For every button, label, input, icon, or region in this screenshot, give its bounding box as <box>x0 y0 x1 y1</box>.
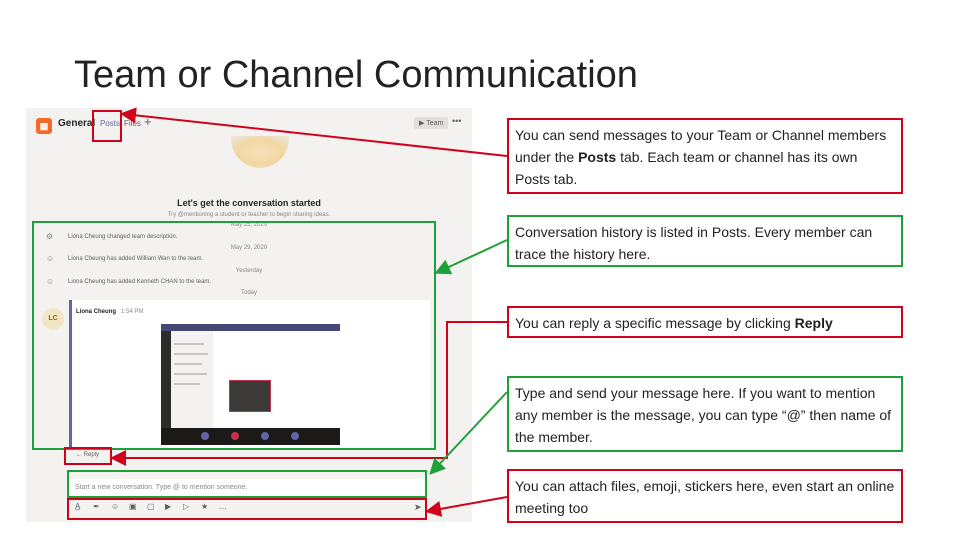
meet-icon[interactable]: ▶ <box>165 502 172 511</box>
tab-files[interactable]: Files <box>124 119 141 128</box>
empty-state-title: Let's get the conversation started <box>177 198 321 208</box>
sticker-icon[interactable]: ▢ <box>147 502 155 511</box>
callout-posts-tab: You can send messages to your Team or Ch… <box>507 118 903 194</box>
date-divider: May 25, 2020 <box>230 222 268 228</box>
event-item: ⚙ Liona Cheung changed team description. <box>26 229 472 247</box>
highlight-conversation-history <box>32 221 436 450</box>
date-divider: Today <box>240 290 257 296</box>
date-divider: May 29, 2020 <box>230 245 268 251</box>
callout-bold: Posts <box>578 149 617 165</box>
event-item: ☺ Liona Cheung has added Kenneth CHAN to… <box>26 274 472 292</box>
compose-input[interactable]: Start a new conversation. Type @ to ment… <box>75 484 248 491</box>
send-icon[interactable]: ➤ <box>414 502 422 512</box>
date-divider: Yesterday <box>235 268 263 274</box>
emoji-icon[interactable]: ☺ <box>111 502 120 511</box>
callout-text: You can attach files, emoji, stickers he… <box>515 478 895 516</box>
format-icon[interactable]: A̲ <box>75 502 81 511</box>
team-button[interactable]: ▶ Team <box>414 117 449 129</box>
avatar[interactable]: LC <box>42 308 64 330</box>
highlight-posts-tab <box>92 110 122 142</box>
welcome-illustration <box>231 136 289 168</box>
add-member-icon: ☺ <box>46 254 55 263</box>
channel-name: General <box>58 118 96 129</box>
praise-icon[interactable]: ★ <box>201 502 209 511</box>
callout-text: You can reply a specific message by clic… <box>515 315 795 331</box>
callout-text: Conversation history is listed in Posts.… <box>515 224 873 262</box>
event-item: ☺ Liona Cheung has added William Wan to … <box>26 251 472 269</box>
compose-toolbar: A̲ ✒ ☺ ▣ ▢ ▶ ▷ ★ … <box>69 502 427 516</box>
stream-icon[interactable]: ▷ <box>183 502 190 511</box>
gif-icon[interactable]: ▣ <box>129 502 137 511</box>
tab-posts[interactable]: Posts <box>100 119 121 128</box>
event-text: Liona Cheung has added William Wan to th… <box>68 256 204 262</box>
callout-reply: You can reply a specific message by clic… <box>507 306 903 338</box>
callout-compose: Type and send your message here. If you … <box>507 376 903 452</box>
callout-text: tab. Each team or channel has its own Po… <box>515 149 858 187</box>
add-member-icon: ☺ <box>46 277 55 286</box>
reply-label: Reply <box>83 452 100 458</box>
meet-icon: ▶ <box>419 120 425 127</box>
reply-button[interactable]: ← Reply <box>76 452 99 458</box>
event-text: Liona Cheung has added Kenneth CHAN to t… <box>68 279 212 285</box>
highlight-reply <box>64 447 112 465</box>
more-options-icon[interactable]: ••• <box>452 116 462 126</box>
highlight-compose-box <box>67 470 427 498</box>
team-button-label: Team <box>426 120 444 127</box>
team-logo-icon[interactable]: ▦ <box>36 118 52 134</box>
reply-arrow-icon: ← <box>76 452 82 458</box>
attach-icon[interactable]: ✒ <box>93 502 100 511</box>
more-icon[interactable]: … <box>219 502 227 511</box>
highlight-compose-toolbar <box>67 498 427 520</box>
callout-text: You can send messages to your Team or Ch… <box>515 127 887 165</box>
slide-title: Team or Channel Communication <box>74 54 638 96</box>
add-tab-button[interactable]: + <box>144 114 152 129</box>
callout-bold: Reply <box>794 315 833 331</box>
message-author: Liona Cheung <box>76 309 116 315</box>
message-time: 1:54 PM <box>121 309 144 315</box>
callout-toolbar: You can attach files, emoji, stickers he… <box>507 469 903 523</box>
callout-conversation-history: Conversation history is listed in Posts.… <box>507 215 903 267</box>
settings-icon: ⚙ <box>46 232 54 241</box>
event-text: Liona Cheung changed team description. <box>68 234 178 240</box>
callout-text: Type and send your message here. If you … <box>515 385 892 445</box>
empty-state-subtitle: Try @mentioning a student or teacher to … <box>167 212 331 218</box>
